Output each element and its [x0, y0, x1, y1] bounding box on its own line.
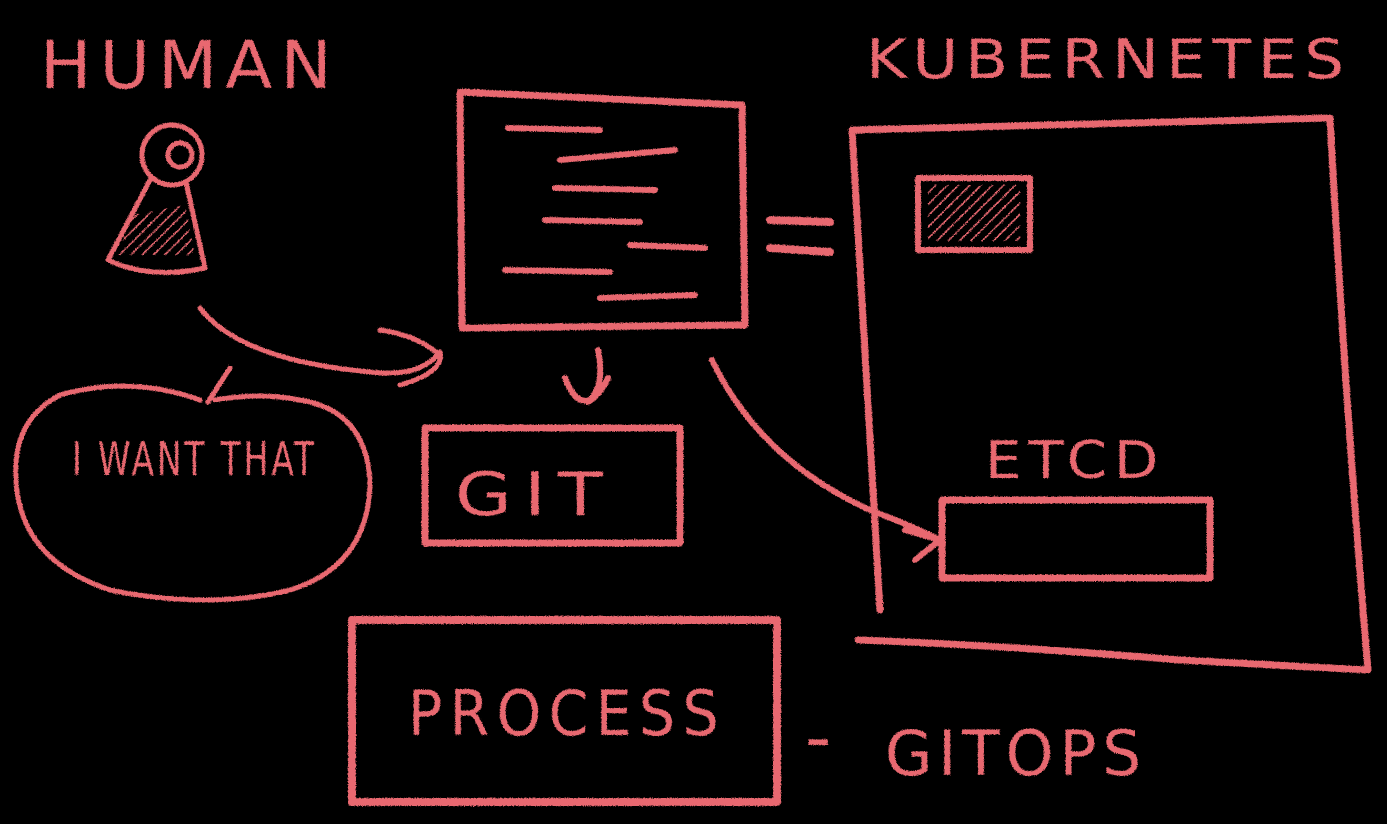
kubernetes-title: KUBERNETES	[866, 28, 1351, 91]
process-label: PROCESS	[408, 677, 726, 750]
pod-icon	[915, 175, 1033, 253]
file-to-git-arrow	[562, 347, 611, 405]
human-to-file-arrow	[197, 305, 443, 388]
document-icon	[456, 88, 749, 332]
etcd-label: ETCD	[985, 431, 1165, 491]
speech-text: I WANT THAT	[72, 432, 317, 486]
process-to-gitops-dash: -	[805, 695, 831, 779]
person-icon	[105, 122, 208, 275]
git-label: GIT	[455, 460, 615, 530]
gitops-label: GITOPS	[885, 717, 1147, 790]
speech-bubble	[13, 365, 373, 603]
equals-sign	[766, 216, 834, 256]
git-box	[421, 424, 684, 547]
file-to-etcd-arrow	[709, 357, 943, 563]
etcd-box	[938, 496, 1214, 582]
human-title: HUMAN	[40, 27, 340, 104]
kubernetes-cluster-frame	[848, 114, 1372, 674]
process-box	[348, 616, 781, 806]
